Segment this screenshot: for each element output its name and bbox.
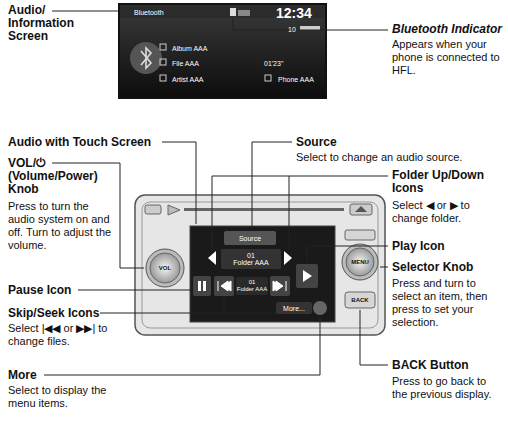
pause-bar (198, 281, 201, 291)
folder-display: 01Folder AAA (221, 249, 281, 269)
callout-heading: Selector Knob (392, 261, 504, 274)
leader-line (307, 246, 388, 262)
callout-heading: BACK Button (392, 359, 504, 372)
callout-text: Select |◀◀ or ▶▶| to change files. (8, 322, 118, 348)
folder-down-icon (208, 251, 216, 265)
skip-forward-symbol (273, 281, 286, 291)
screen-text: 01 (249, 279, 256, 286)
bt-indicator-icon (230, 8, 236, 16)
file-icon (160, 59, 166, 65)
screen-text: File AAA (172, 60, 199, 68)
file-display: 01Folder AAA (236, 277, 268, 295)
callout-heading: Folder Up/Down Icons (392, 169, 504, 195)
leader-line (78, 290, 191, 291)
callout-heading: Bluetooth Indicator (392, 23, 504, 36)
screen-text: 10 (288, 26, 296, 34)
screen-text: 12:34 (276, 6, 312, 21)
leader-line (212, 176, 388, 249)
callout-text: Appears when your phone is connected to … (392, 38, 504, 77)
leader-lines (44, 11, 388, 375)
screen-text: Artist AAA (172, 76, 204, 84)
head-unit (135, 195, 385, 335)
bt-rune (141, 48, 151, 68)
pause-bar (203, 281, 206, 291)
screen-text: 01 (247, 252, 255, 259)
source-button: Source (224, 231, 276, 245)
screen-text: 01'23" (264, 60, 283, 68)
callout-heading: VOL/⏻ (Volume/Power) Knob (8, 157, 112, 196)
callout-heading: Pause Icon (8, 284, 108, 297)
callout-text: Press and turn to select an item, then p… (392, 277, 504, 329)
leader-line (52, 11, 118, 12)
leader-line (100, 298, 280, 313)
skip-forward-button (270, 276, 290, 296)
vol-knob-ring (146, 249, 184, 287)
callout-text: Press to turn the audio system on and of… (8, 200, 116, 252)
callout-text: Select to display the menu items. (8, 384, 120, 410)
head-unit-bezel (142, 202, 378, 328)
leader-line (252, 142, 292, 230)
callout-heading: More (8, 369, 108, 382)
play-symbol (303, 270, 312, 282)
callout-text: Select ◀ or ▶ to change folder. (392, 199, 504, 225)
eject-symbol (355, 206, 367, 212)
screen-text: Folder AAA (237, 286, 267, 293)
screen-frame (118, 3, 327, 99)
screen-text: More... (283, 305, 305, 312)
phone-icon (265, 75, 271, 81)
cd-slot-arrow (168, 205, 180, 215)
folder-up-icon (284, 251, 292, 265)
screen-text: Source (239, 235, 261, 242)
button-marking: BACK (345, 297, 375, 303)
cd-slot (184, 208, 344, 211)
artist-icon (160, 75, 166, 81)
play-button (296, 264, 318, 288)
leader-line (360, 310, 388, 365)
audio-info-screen: Bluetooth 12:34 10Album AAA File AAA 01'23" A… (120, 5, 325, 97)
bt-logo (130, 42, 162, 74)
callout-heading: Skip/Seek Icons (8, 307, 128, 320)
callout-text: Press to go back to the previous display… (392, 375, 504, 401)
selector-knob-ring (342, 244, 378, 280)
back-button (345, 292, 375, 308)
skip-back-symbol (218, 281, 231, 291)
skip-back-button (214, 276, 234, 296)
setup-button (345, 230, 375, 240)
more-button: More... (276, 302, 312, 314)
eject-button (350, 204, 372, 215)
screen-text: Phone AAA (278, 76, 314, 84)
leader-line (380, 267, 388, 268)
callout-heading: Play Icon (392, 240, 504, 253)
screen-text: Folder AAA (233, 259, 268, 266)
callout-text: Select to change an audio source. (296, 151, 506, 164)
callout-heading: Audio with Touch Screen (8, 136, 168, 149)
vol-knob (150, 253, 180, 283)
pause-button (193, 276, 211, 296)
more-dot (313, 301, 327, 315)
volume-bar (300, 26, 320, 30)
screen-text: Album AAA (172, 45, 207, 53)
screen-text: Bluetooth (134, 9, 164, 17)
button-marking: VOL (150, 265, 180, 271)
button-marking: MENU (345, 259, 375, 265)
signal-icon (238, 10, 250, 16)
album-icon (160, 44, 166, 50)
leader-line (162, 142, 196, 224)
selector-knob (346, 248, 374, 276)
cd-button (145, 205, 161, 214)
callout-heading: Audio/ Information Screen (8, 4, 86, 43)
callout-heading: Source (296, 136, 446, 149)
screen-face (120, 5, 325, 97)
